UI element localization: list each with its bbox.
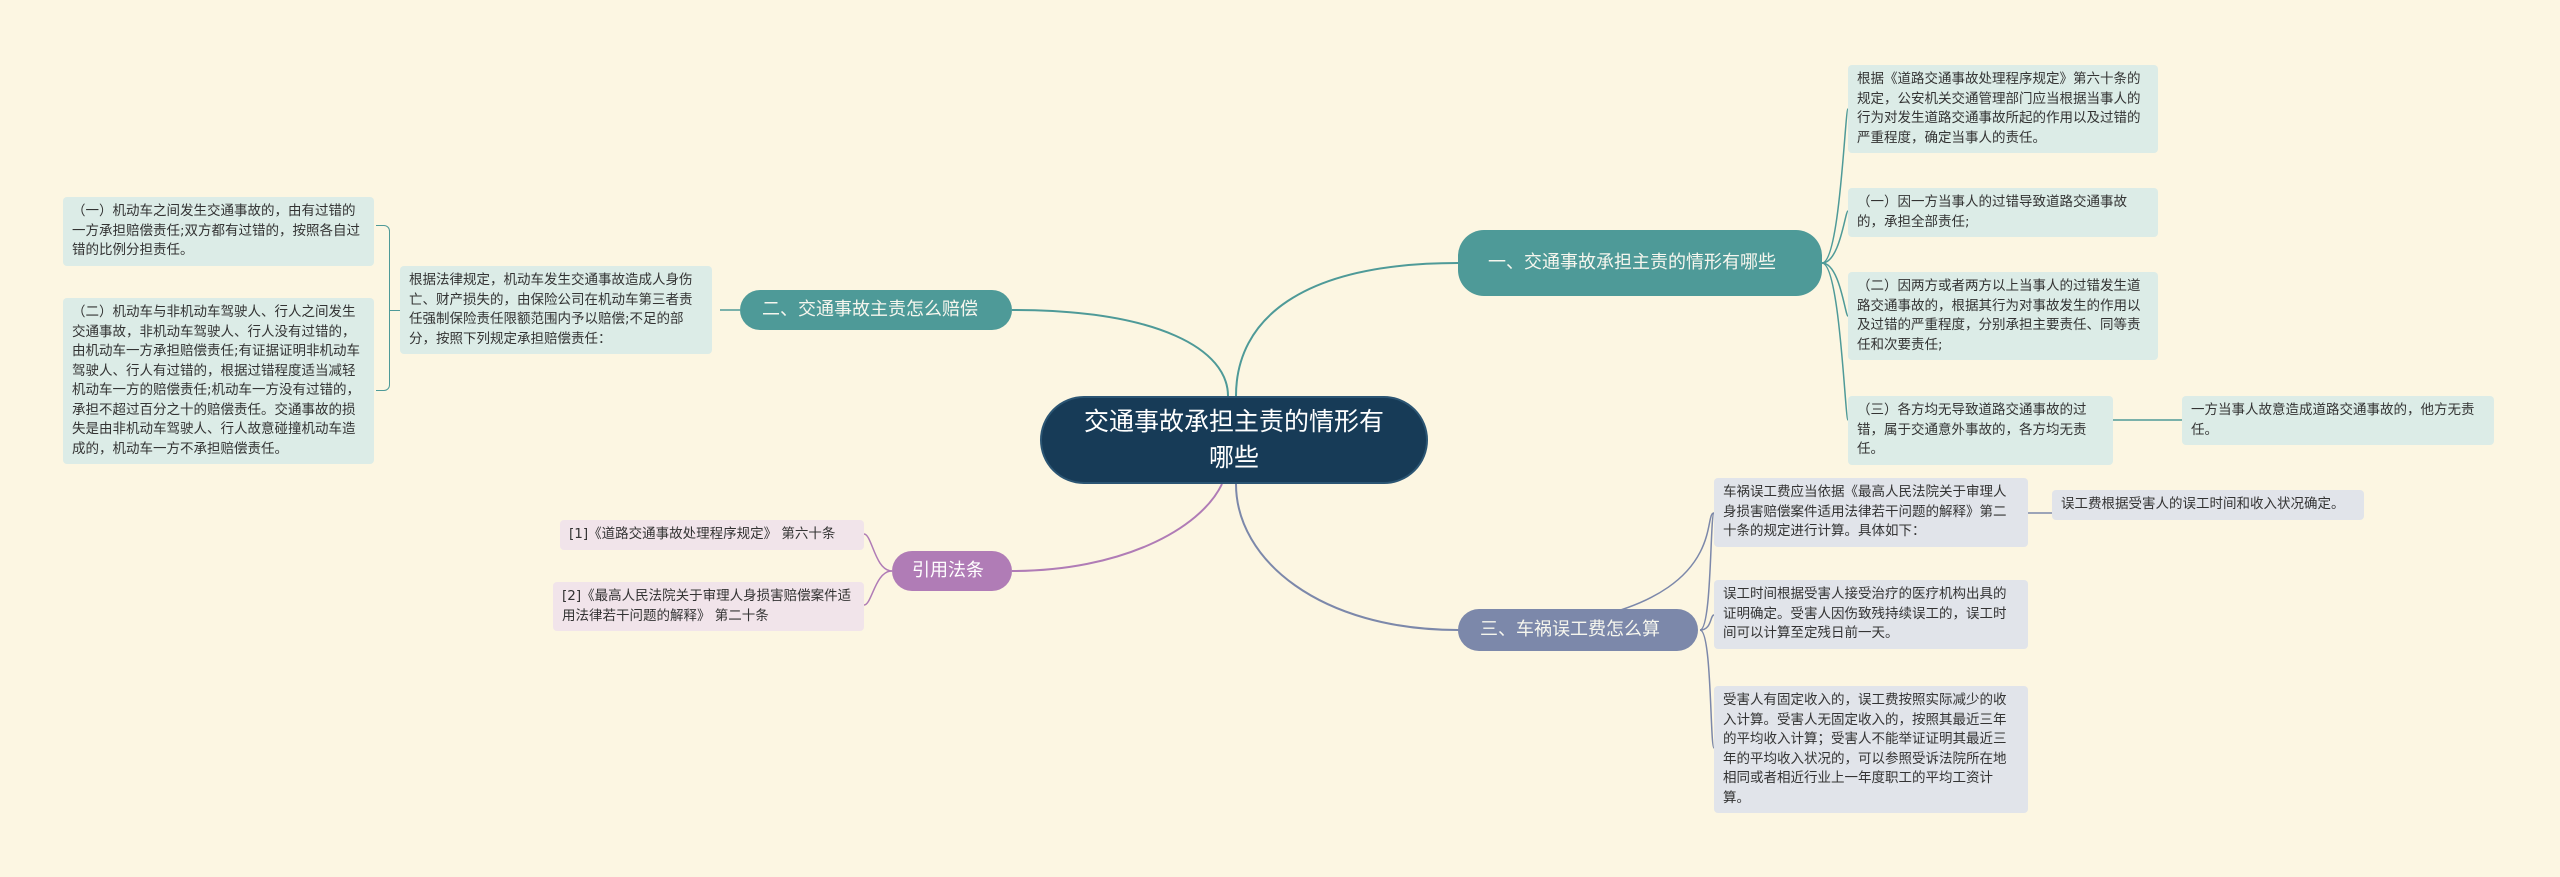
branch-2-bracket-stub xyxy=(390,310,400,311)
branch-1-leaf-1[interactable]: 根据《道路交通事故处理程序规定》第六十条的规定，公安机关交通管理部门应当根据当事… xyxy=(1848,65,2158,153)
branch-3-leaf-1[interactable]: 车祸误工费应当依据《最高人民法院关于审理人身损害赔偿案件适用法律若干问题的解释》… xyxy=(1714,478,2028,547)
branch-1-sub-leaf[interactable]: 一方当事人故意造成道路交通事故的，他方无责任。 xyxy=(2182,396,2494,445)
root-title: 交通事故承担主责的情形有哪些 xyxy=(1083,407,1384,472)
branch-1-leaf-3[interactable]: （二）因两方或者两方以上当事人的过错发生道路交通事故的，根据其行为对事故发生的作… xyxy=(1848,272,2158,360)
branch-compensation[interactable]: 二、交通事故主责怎么赔偿 xyxy=(740,290,1012,330)
branch-2-leaf-1[interactable]: （一）机动车之间发生交通事故的，由有过错的一方承担赔偿责任;双方都有过错的，按照… xyxy=(63,197,374,266)
branch-3-leaf-3[interactable]: 受害人有固定收入的，误工费按照实际减少的收入计算。受害人无固定收入的，按照其最近… xyxy=(1714,686,2028,813)
branch-3-sub-leaf[interactable]: 误工费根据受害人的误工时间和收入状况确定。 xyxy=(2052,490,2364,520)
branch-2-bracket xyxy=(376,225,390,391)
citation-1[interactable]: [1]《道路交通事故处理程序规定》 第六十条 xyxy=(560,520,864,550)
branch-main-responsibility[interactable]: 一、交通事故承担主责的情形有哪些 xyxy=(1458,230,1822,296)
branch-1-leaf-2[interactable]: （一）因一方当事人的过错导致道路交通事故的，承担全部责任; xyxy=(1848,188,2158,237)
branch-2-intro[interactable]: 根据法律规定，机动车发生交通事故造成人身伤亡、财产损失的，由保险公司在机动车第三… xyxy=(400,266,712,354)
branch-citations[interactable]: 引用法条 xyxy=(892,551,1012,591)
branch-4-title: 引用法条 xyxy=(912,560,984,581)
branch-2-title: 二、交通事故主责怎么赔偿 xyxy=(762,299,978,320)
citation-2[interactable]: [2]《最高人民法院关于审理人身损害赔偿案件适用法律若干问题的解释》 第二十条 xyxy=(553,582,864,631)
root-topic[interactable]: 交通事故承担主责的情形有哪些 xyxy=(1040,396,1428,484)
branch-2-leaf-2[interactable]: （二）机动车与非机动车驾驶人、行人之间发生交通事故，非机动车驾驶人、行人没有过错… xyxy=(63,298,374,464)
branch-lost-wages[interactable]: 三、车祸误工费怎么算 xyxy=(1458,609,1698,651)
branch-3-leaf-2[interactable]: 误工时间根据受害人接受治疗的医疗机构出具的证明确定。受害人因伤致残持续误工的，误… xyxy=(1714,580,2028,649)
branch-1-leaf-4[interactable]: （三）各方均无导致道路交通事故的过错，属于交通意外事故的，各方均无责任。 xyxy=(1848,396,2113,465)
branch-1-title: 一、交通事故承担主责的情形有哪些 xyxy=(1488,252,1776,273)
branch-3-title: 三、车祸误工费怎么算 xyxy=(1480,619,1660,640)
